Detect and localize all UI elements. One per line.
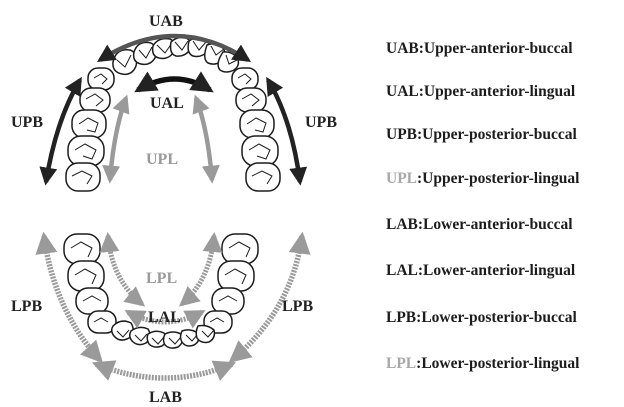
- legend-text: Upper-posterior-buccal: [422, 126, 577, 143]
- tooth-icon: [240, 110, 274, 138]
- tooth-icon: [66, 163, 100, 191]
- legend-abbr: UAL: [386, 83, 419, 101]
- uab-label: UAB: [149, 13, 183, 30]
- tooth-icon: [232, 68, 258, 90]
- tooth-icon: [68, 136, 104, 166]
- upl-left-arrow: [110, 98, 126, 180]
- legend-item-lpb: LPB :Lower-posterior-buccal: [386, 309, 577, 327]
- legend-text: Lower-anterior-lingual: [423, 262, 575, 279]
- upper-arch: UAB UAL UPB UPB UPL: [11, 13, 337, 191]
- legend-abbr: UPB: [386, 126, 417, 144]
- legend-item-upb: UPB :Upper-posterior-buccal: [386, 126, 577, 144]
- dental-arch-diagram: UAB UAL UPB UPB UPL: [0, 0, 380, 407]
- legend-text: Lower-posterior-lingual: [421, 355, 579, 372]
- upb-left-label: UPB: [11, 114, 43, 131]
- tooth-icon: [88, 68, 114, 90]
- tooth-icon: [80, 88, 110, 112]
- legend-item-uab: UAB:Upper-anterior-buccal: [386, 40, 573, 58]
- legend-text: Upper-anterior-lingual: [424, 83, 575, 100]
- tooth-icon: [236, 88, 266, 112]
- tooth-icon: [246, 163, 280, 191]
- legend-text: Lower-anterior-buccal: [423, 216, 573, 233]
- lower-teeth: [64, 234, 258, 348]
- legend-abbr: LAL: [386, 262, 418, 280]
- tooth-icon: [68, 261, 104, 291]
- legend-item-upl: UPL :Upper-posterior-lingual: [386, 170, 579, 188]
- tooth-icon: [72, 110, 106, 138]
- legend-abbr: UPL: [386, 170, 417, 188]
- lower-arch: LPL LAL LPB LPB LAB: [11, 234, 313, 406]
- upb-right-label: UPB: [305, 114, 337, 131]
- lpb-right-label: LPB: [282, 298, 313, 315]
- lab-arrow: [96, 364, 232, 378]
- lpl-right-arrow: [182, 236, 214, 304]
- upl-right-arrow: [196, 98, 212, 180]
- lab-label: LAB: [149, 389, 182, 406]
- lpb-left-label: LPB: [11, 298, 42, 315]
- legend-abbr: UAB: [386, 40, 419, 58]
- tooth-icon: [222, 234, 258, 264]
- legend-text: Lower-posterior-buccal: [421, 309, 577, 326]
- upper-left-posterior-teeth: [66, 68, 114, 191]
- legend-abbr: LPL: [386, 355, 416, 373]
- tooth-icon: [212, 288, 244, 314]
- lal-label: LAL: [148, 309, 181, 326]
- tooth-icon: [164, 332, 183, 348]
- ual-label: UAL: [150, 95, 184, 112]
- lpl-left-arrow: [108, 236, 142, 304]
- tooth-icon: [242, 136, 278, 166]
- ual-arrow: [138, 79, 210, 90]
- lower-right-posterior-teeth: [204, 234, 258, 333]
- tooth-icon: [76, 288, 108, 314]
- upl-label: UPL: [146, 151, 178, 168]
- legend-abbr: LAB: [386, 216, 418, 234]
- legend-item-lab: LAB:Lower-anterior-buccal: [386, 216, 573, 234]
- legend-text: Upper-posterior-lingual: [422, 170, 579, 187]
- tooth-icon: [218, 261, 254, 291]
- legend-item-ual: UAL :Upper-anterior-lingual: [386, 83, 575, 101]
- lpl-label: LPL: [146, 270, 177, 287]
- legend-item-lal: LAL :Lower-anterior-lingual: [386, 262, 575, 280]
- tooth-icon: [64, 234, 100, 264]
- legend-text: Upper-anterior-buccal: [424, 40, 573, 57]
- legend-abbr: LPB: [386, 309, 416, 327]
- legend-item-lpl: LPL :Lower-posterior-lingual: [386, 355, 579, 373]
